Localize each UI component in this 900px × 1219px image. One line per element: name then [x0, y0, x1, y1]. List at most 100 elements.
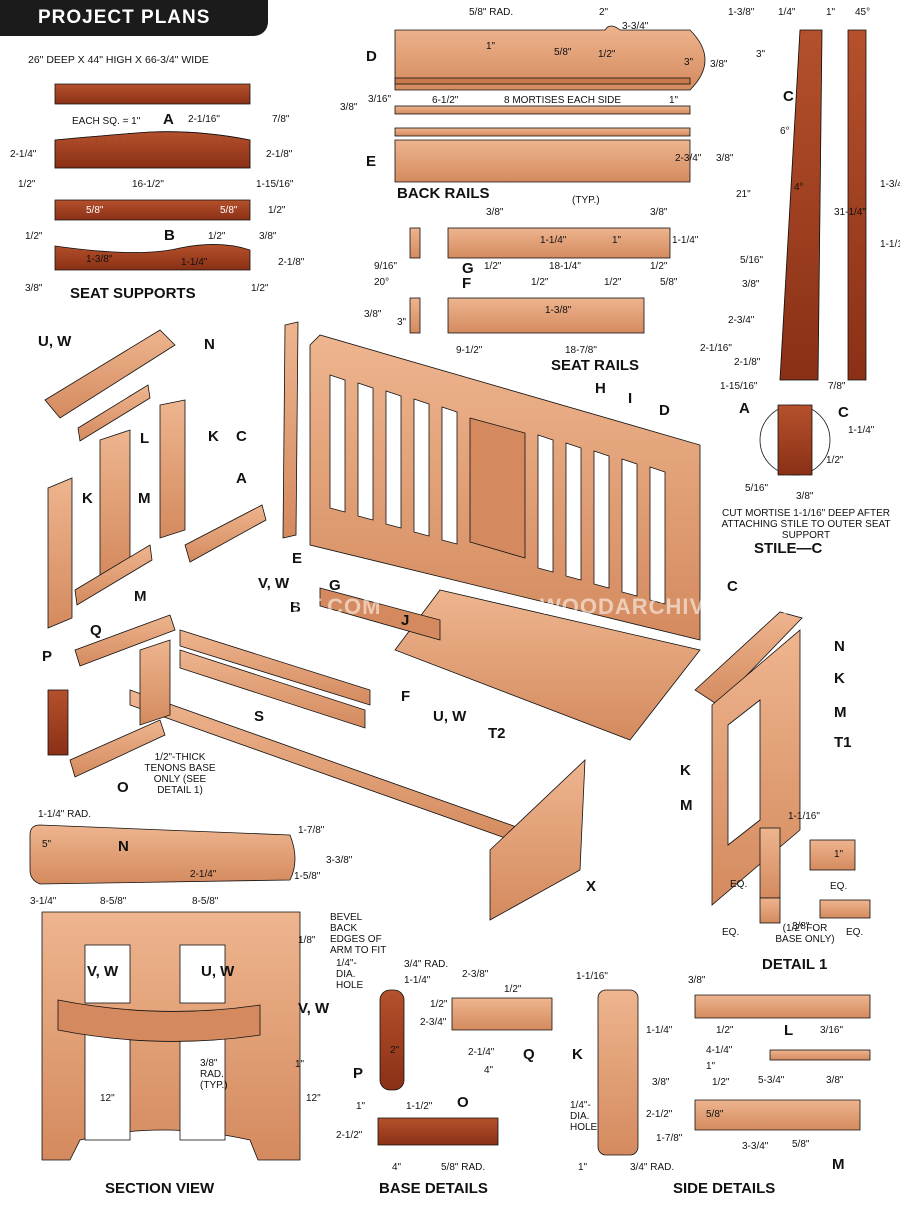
- dim-label: 3/8": [259, 231, 277, 242]
- part-a-left-label: A: [236, 470, 247, 487]
- note-dia-hole-side: 1/4"-DIA. HOLE: [570, 1100, 598, 1133]
- dim-label: 3-3/4": [622, 21, 649, 32]
- dim-label: 1/2": [504, 984, 522, 995]
- dim-label: 5-3/4": [758, 1075, 785, 1086]
- dim-label: 1": [826, 7, 836, 18]
- dim-label: 1-1/4": [848, 425, 875, 436]
- dim-label: 3/8": [652, 1077, 670, 1088]
- part-g-label: G: [462, 260, 474, 277]
- dim-label: EQ.: [846, 927, 864, 938]
- dim-label: 1/2": [712, 1077, 730, 1088]
- dim-label: 9-1/2": [456, 345, 483, 356]
- part-uw-label: U, W: [38, 333, 72, 350]
- dim-label: EQ.: [722, 927, 740, 938]
- dim-label: 1/8": [298, 935, 316, 946]
- part-l-label: L: [140, 430, 150, 447]
- part-r-label: Q: [90, 622, 102, 639]
- base-assembly: [47, 614, 586, 921]
- dim-label: 7/8": [272, 114, 290, 125]
- note-half-base: (1/2" FOR BASE ONLY): [775, 923, 835, 945]
- stile-c: [759, 29, 867, 476]
- part-c-label: C: [783, 88, 794, 105]
- dim-label: 3/8": [792, 921, 810, 932]
- part-p-label: O: [117, 779, 129, 796]
- dim-label: 3/8": [486, 207, 504, 218]
- dim-label: 3/8": [796, 491, 814, 502]
- dim-label: 1": [706, 1061, 716, 1072]
- dim-label: 12": [100, 1093, 115, 1104]
- dim-label: 3/8": [650, 207, 668, 218]
- arm-assembly-right: [694, 611, 803, 906]
- dim-label: 3/8": [25, 283, 43, 294]
- dim-label: 3/4" RAD.: [630, 1162, 675, 1173]
- dim-label: 6-1/2": [432, 95, 459, 106]
- part-g-assembly-label: G: [329, 577, 341, 594]
- dim-label: 1/2": [598, 49, 616, 60]
- note-bevel: BEVEL BACK EDGES OF ARM TO FIT: [330, 912, 387, 956]
- dim-label: 2-3/8": [462, 969, 489, 980]
- note-tenons: 1/2"-THICK TENONS BASE ONLY (SEE DETAIL …: [144, 752, 216, 796]
- dim-label: 5/8" RAD.: [469, 7, 514, 18]
- part-h-label: H: [595, 380, 606, 397]
- dim-label: 1-3/8": [86, 254, 113, 265]
- heading-section-view: SECTION VIEW: [105, 1180, 215, 1197]
- dim-label: 1/2": [18, 179, 36, 190]
- dim-label: 2-1/4": [10, 149, 37, 160]
- dim-label: 2": [599, 7, 609, 18]
- part-n-label: M: [138, 490, 151, 507]
- note-each-sq: EACH SQ. = 1": [72, 116, 141, 127]
- note-rad-typ: 3/8" RAD. (TYP.): [200, 1058, 228, 1091]
- part-uw-seat-label: U, W: [433, 708, 467, 725]
- dim-label: 2-1/4": [468, 1047, 495, 1058]
- part-vw-label: V, W: [258, 575, 290, 592]
- dim-label: 3/8": [742, 279, 760, 290]
- part-o-section-label: N: [118, 838, 129, 855]
- dim-label: 3/4" RAD.: [404, 959, 449, 970]
- dim-label: 1/2": [826, 455, 844, 466]
- dim-label: 3/8": [710, 59, 728, 70]
- dim-label: 1-1/4": [181, 257, 208, 268]
- dim-label: 5/16": [745, 483, 769, 494]
- dim-label: 5/8": [554, 47, 572, 58]
- heading-back-rails: BACK RAILS: [397, 185, 490, 202]
- note-typ: (TYP.): [572, 195, 600, 206]
- detail-1: [759, 827, 871, 924]
- part-m-side-label: M: [832, 1156, 845, 1173]
- dim-label: 1": [834, 849, 844, 860]
- dim-label: 3-1/4": [30, 896, 57, 907]
- header-banner: PROJECT PLANS: [0, 0, 268, 36]
- dim-label: 3-3/4": [742, 1141, 769, 1152]
- side-details: [597, 989, 871, 1156]
- dim-label: 1/2": [650, 261, 668, 272]
- dim-label: 1": [356, 1101, 366, 1112]
- part-e-label: E: [366, 153, 377, 170]
- dim-label: EQ.: [730, 879, 748, 890]
- overall-dimensions: 26" DEEP X 44" HIGH X 66-3/4" WIDE: [28, 54, 209, 66]
- dim-label: 5/8": [706, 1109, 724, 1120]
- base-details: [377, 989, 553, 1146]
- dim-label: 1-15/16": [256, 179, 294, 190]
- dim-label: 45°: [855, 7, 871, 18]
- dim-label: 1-1/4": [672, 235, 699, 246]
- dim-label: 4": [484, 1065, 494, 1076]
- dim-label: 1/4": [778, 7, 796, 18]
- dim-label: 4": [392, 1162, 402, 1173]
- part-e-assembly-label: E: [292, 550, 303, 567]
- back-rail-d: [394, 25, 706, 115]
- back-assembly: [309, 334, 701, 641]
- dim-label: 3/16": [368, 94, 392, 105]
- page-title: PROJECT PLANS: [38, 7, 211, 28]
- part-a-stile-label: A: [739, 400, 750, 417]
- dim-label: 6°: [780, 126, 790, 137]
- part-a-label: A: [163, 111, 174, 128]
- part-j-label: J: [401, 612, 410, 629]
- dim-label: 2-1/8": [734, 357, 761, 368]
- dim-label: 1-5/8": [294, 871, 321, 882]
- note-mortises: 8 MORTISES EACH SIDE: [504, 95, 622, 106]
- dim-label: 5/8": [660, 277, 678, 288]
- part-q-label: P: [42, 648, 53, 665]
- dim-label: 5/8": [792, 1139, 810, 1150]
- arm-assembly-left: [44, 321, 299, 629]
- heading-base-details: BASE DETAILS: [379, 1180, 488, 1197]
